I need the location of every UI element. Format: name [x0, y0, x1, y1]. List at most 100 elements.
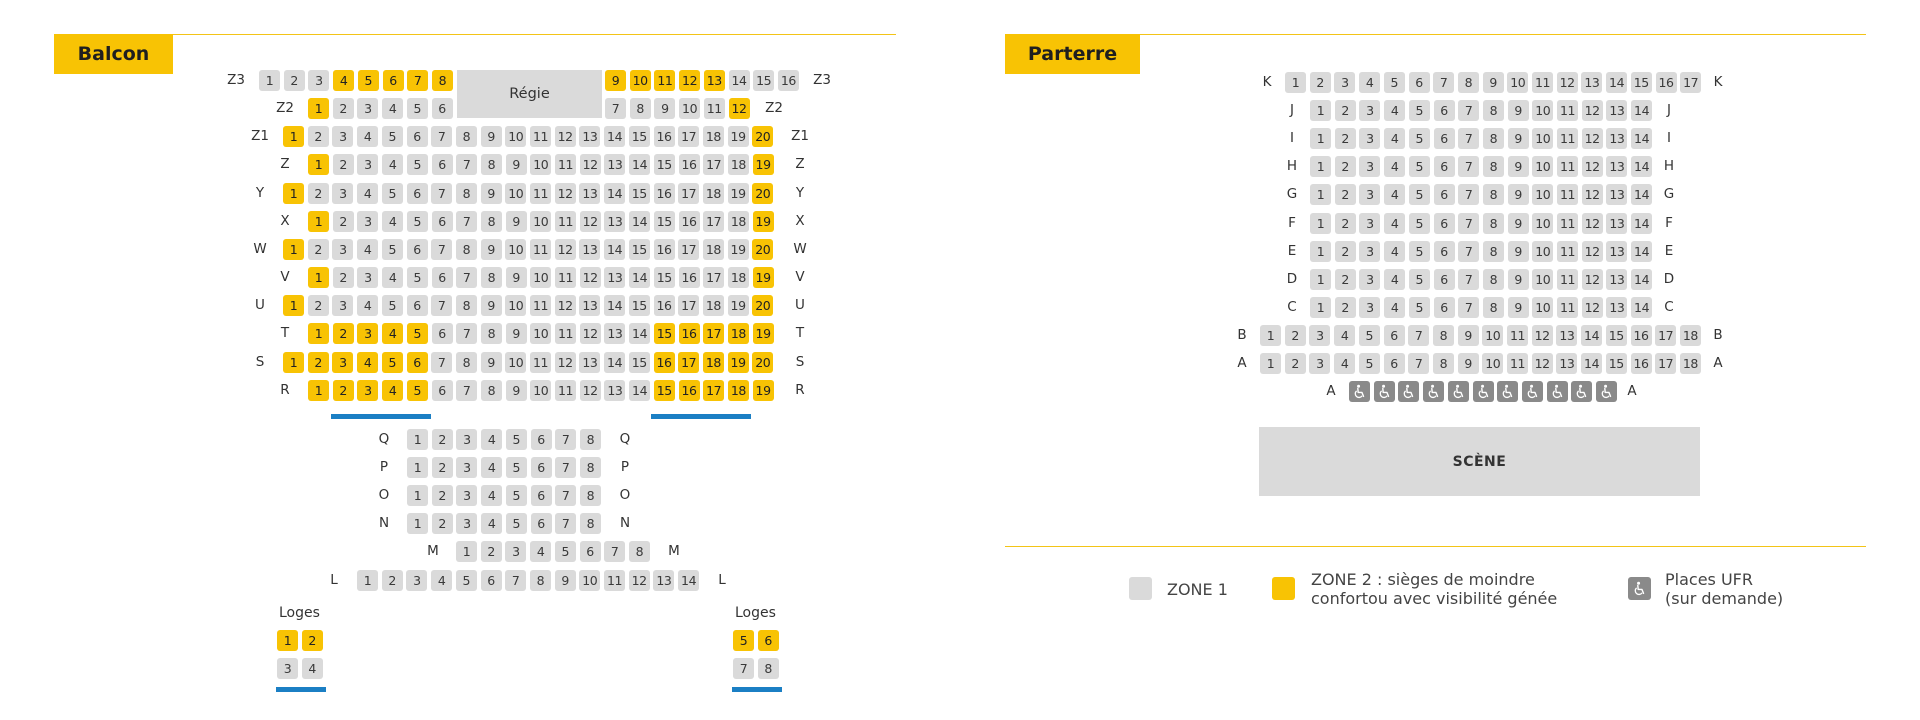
seat-z3-12[interactable]: 12	[679, 69, 701, 91]
seat-d-7[interactable]: 7	[1458, 268, 1480, 290]
seat-a-1[interactable]: 1	[1260, 352, 1281, 374]
seat-c-11[interactable]: 11	[1557, 296, 1578, 318]
seat-a-13[interactable]: 13	[1556, 352, 1578, 374]
seat-u-7[interactable]: 7	[431, 294, 453, 316]
seat-c-12[interactable]: 12	[1581, 296, 1603, 318]
seat-t-3[interactable]: 3	[357, 322, 379, 344]
seat-a-15[interactable]: 15	[1605, 352, 1627, 374]
seat-j-2[interactable]: 2	[1334, 99, 1356, 121]
seat-z3-2[interactable]: 2	[283, 69, 305, 91]
seat-u-8[interactable]: 8	[455, 294, 477, 316]
seat-m-3[interactable]: 3	[505, 540, 527, 562]
seat-i-7[interactable]: 7	[1458, 127, 1480, 149]
seat-q-1[interactable]: 1	[407, 428, 428, 450]
seat-j-11[interactable]: 11	[1557, 99, 1578, 121]
seat-s-1[interactable]: 1	[283, 351, 304, 373]
seat-g-4[interactable]: 4	[1384, 183, 1406, 205]
seat-j-10[interactable]: 10	[1532, 99, 1554, 121]
seat-m-6[interactable]: 6	[579, 540, 601, 562]
seat-z-17[interactable]: 17	[703, 153, 725, 175]
seat-y-3[interactable]: 3	[332, 182, 354, 204]
seat-x-15[interactable]: 15	[653, 210, 675, 232]
seat-s-11[interactable]: 11	[530, 351, 551, 373]
seat-s-4[interactable]: 4	[357, 351, 379, 373]
seat-h-6[interactable]: 6	[1433, 155, 1455, 177]
seat-d-5[interactable]: 5	[1408, 268, 1430, 290]
seat-z2-1[interactable]: 1	[308, 97, 329, 119]
seat-m-2[interactable]: 2	[480, 540, 502, 562]
seat-h-2[interactable]: 2	[1334, 155, 1356, 177]
seat-z1-7[interactable]: 7	[431, 125, 453, 147]
seat-s-10[interactable]: 10	[505, 351, 527, 373]
seat-i-3[interactable]: 3	[1359, 127, 1381, 149]
seat-g-13[interactable]: 13	[1606, 183, 1628, 205]
seat-k-15[interactable]: 15	[1630, 71, 1652, 93]
seat-t-9[interactable]: 9	[505, 322, 527, 344]
seat-p-1[interactable]: 1	[407, 456, 428, 478]
seat-z1-8[interactable]: 8	[455, 125, 477, 147]
seat-d-12[interactable]: 12	[1581, 268, 1603, 290]
seat-j-3[interactable]: 3	[1359, 99, 1381, 121]
seat-c-13[interactable]: 13	[1606, 296, 1628, 318]
seat-s-9[interactable]: 9	[480, 351, 502, 373]
seat-k-4[interactable]: 4	[1359, 71, 1381, 93]
seat-y-9[interactable]: 9	[480, 182, 502, 204]
seat-h-1[interactable]: 1	[1310, 155, 1331, 177]
seat-e-9[interactable]: 9	[1507, 240, 1529, 262]
seat-k-8[interactable]: 8	[1457, 71, 1479, 93]
seat-i-9[interactable]: 9	[1507, 127, 1529, 149]
seat-z1-4[interactable]: 4	[357, 125, 379, 147]
seat-m-8[interactable]: 8	[628, 540, 650, 562]
seat-x-9[interactable]: 9	[505, 210, 527, 232]
seat-f-10[interactable]: 10	[1532, 212, 1554, 234]
seat-a-8[interactable]: 8	[1432, 352, 1454, 374]
seat-a-18[interactable]: 18	[1679, 352, 1701, 374]
wheelchair-icon[interactable]	[1398, 380, 1420, 402]
seat-z3-1[interactable]: 1	[259, 69, 280, 91]
seat-l-14[interactable]: 14	[678, 569, 700, 591]
seat-u-4[interactable]: 4	[357, 294, 379, 316]
seat-x-4[interactable]: 4	[382, 210, 404, 232]
seat-l-9[interactable]: 9	[554, 569, 576, 591]
seat-p-3[interactable]: 3	[456, 456, 478, 478]
seat-w-6[interactable]: 6	[406, 238, 428, 260]
seat-u-11[interactable]: 11	[530, 294, 551, 316]
seat-e-11[interactable]: 11	[1557, 240, 1578, 262]
seat-z-13[interactable]: 13	[604, 153, 626, 175]
seat-l-1[interactable]: 1	[357, 569, 378, 591]
seat-g-6[interactable]: 6	[1433, 183, 1455, 205]
seat-k-7[interactable]: 7	[1433, 71, 1455, 93]
seat-t-5[interactable]: 5	[406, 322, 428, 344]
seat-z-12[interactable]: 12	[579, 153, 601, 175]
seat-f-6[interactable]: 6	[1433, 212, 1455, 234]
loge-seat-4[interactable]: 4	[301, 657, 323, 679]
seat-a-12[interactable]: 12	[1531, 352, 1553, 374]
seat-d-10[interactable]: 10	[1532, 268, 1554, 290]
seat-v-4[interactable]: 4	[382, 266, 404, 288]
seat-h-10[interactable]: 10	[1532, 155, 1554, 177]
wheelchair-icon[interactable]	[1349, 380, 1370, 402]
seat-z3-16[interactable]: 16	[777, 69, 799, 91]
seat-b-6[interactable]: 6	[1383, 324, 1405, 346]
seat-r-8[interactable]: 8	[480, 379, 502, 401]
seat-p-2[interactable]: 2	[431, 456, 453, 478]
seat-x-3[interactable]: 3	[357, 210, 379, 232]
seat-z3-3[interactable]: 3	[308, 69, 330, 91]
seat-i-14[interactable]: 14	[1631, 127, 1653, 149]
seat-z1-20[interactable]: 20	[752, 125, 774, 147]
wheelchair-icon[interactable]	[1596, 380, 1617, 402]
seat-e-8[interactable]: 8	[1482, 240, 1504, 262]
seat-x-7[interactable]: 7	[456, 210, 478, 232]
seat-f-12[interactable]: 12	[1581, 212, 1603, 234]
seat-v-12[interactable]: 12	[579, 266, 601, 288]
seat-s-16[interactable]: 16	[653, 351, 675, 373]
seat-x-8[interactable]: 8	[480, 210, 502, 232]
seat-l-5[interactable]: 5	[455, 569, 477, 591]
seat-z1-2[interactable]: 2	[307, 125, 329, 147]
seat-w-12[interactable]: 12	[554, 238, 576, 260]
seat-b-11[interactable]: 11	[1507, 324, 1528, 346]
seat-z2-2[interactable]: 2	[332, 97, 354, 119]
seat-o-3[interactable]: 3	[456, 484, 478, 506]
seat-i-1[interactable]: 1	[1310, 127, 1331, 149]
seat-d-13[interactable]: 13	[1606, 268, 1628, 290]
